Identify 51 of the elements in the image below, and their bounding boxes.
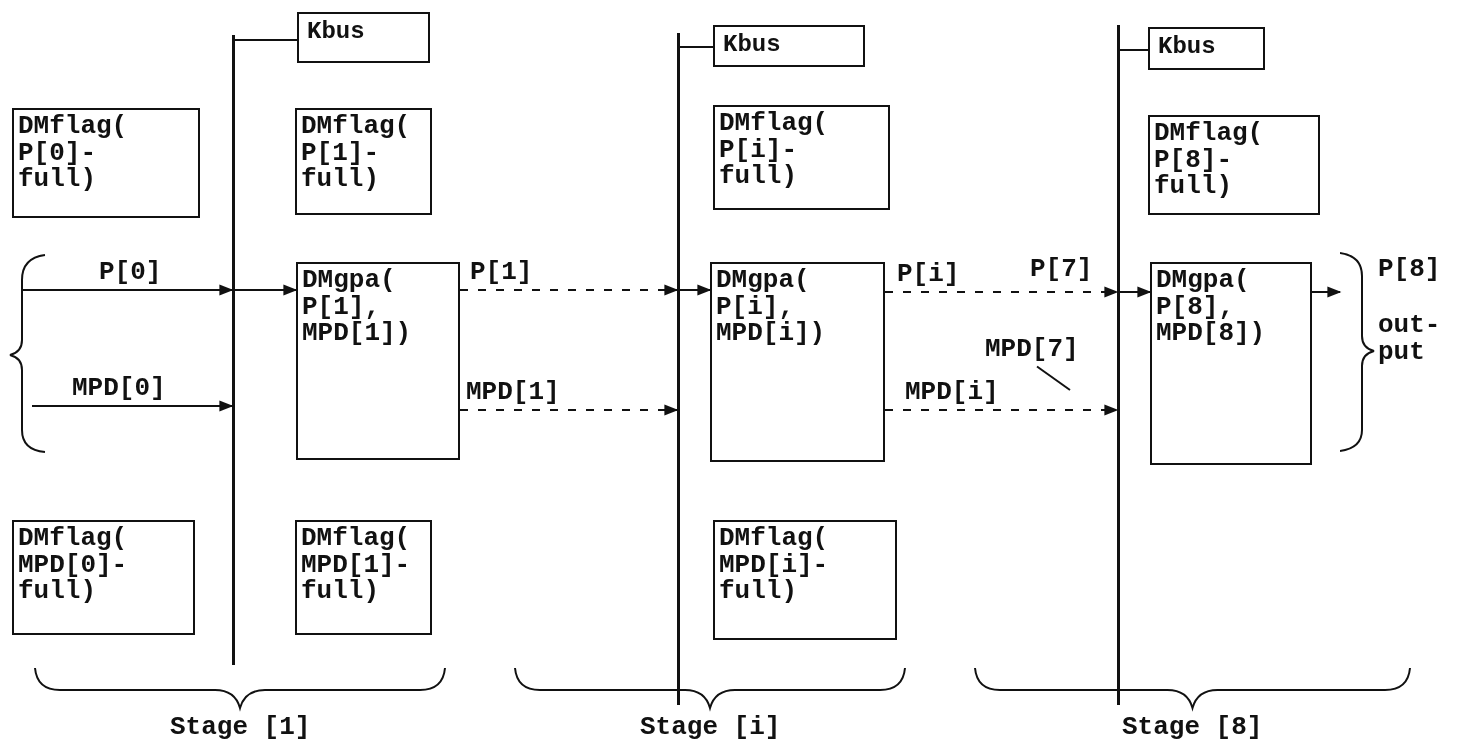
arrow <box>1119 286 1152 298</box>
signal-label: P[8] <box>1378 256 1441 284</box>
function-call-text: DMflag( P[i]- full) <box>718 107 830 193</box>
function-box <box>710 262 885 462</box>
signal-label: MPD[7] <box>985 336 1079 363</box>
function-call-text: DMgpa( P[i], MPD[i]) <box>715 264 827 350</box>
arrow <box>31 400 234 412</box>
connector-line <box>679 46 714 48</box>
bus-box <box>297 12 430 63</box>
function-box <box>1148 115 1320 215</box>
function-box <box>713 105 890 210</box>
function-call-text: DMflag( P[8]- full) <box>1153 117 1265 203</box>
function-box <box>12 520 195 635</box>
function-call-text: DMgpa( P[1], MPD[1]) <box>301 264 413 350</box>
function-call-text: DMflag( P[1]- full) <box>300 110 412 196</box>
annotation-text: out- put <box>1378 312 1442 367</box>
signal-label: P[7] <box>1030 256 1093 284</box>
function-box <box>12 108 200 218</box>
arrow <box>459 404 679 416</box>
function-call-text: DMgpa( P[8], MPD[8]) <box>1155 264 1267 350</box>
stage-label: Stage [i] <box>640 714 781 742</box>
function-call-text: DMflag( P[0]- full) <box>17 110 129 196</box>
arrow <box>234 284 298 296</box>
bus-line <box>232 35 235 665</box>
bus-line <box>1117 25 1120 705</box>
arrow <box>884 286 1119 298</box>
arrow <box>21 284 234 296</box>
bus-box <box>713 25 865 67</box>
function-box <box>296 262 460 460</box>
arrow <box>679 284 712 296</box>
function-box <box>295 108 432 215</box>
brace <box>1340 252 1376 452</box>
stage-label: Stage [1] <box>170 714 311 742</box>
bus-label: Kbus <box>722 30 782 60</box>
connector-line <box>234 39 298 41</box>
function-call-text: DMflag( MPD[1]- full) <box>300 522 412 608</box>
function-box <box>713 520 897 640</box>
arrow <box>459 284 679 296</box>
function-box <box>1150 262 1312 465</box>
bus-line <box>677 33 680 705</box>
bus-label: Kbus <box>1157 32 1217 62</box>
connector-line <box>1119 49 1149 51</box>
bus-box <box>1148 27 1265 70</box>
bus-label: Kbus <box>306 17 366 47</box>
arrow <box>884 404 1119 416</box>
function-box <box>295 520 432 635</box>
stage-label: Stage [8] <box>1122 714 1263 742</box>
function-call-text: DMflag( MPD[0]- full) <box>17 522 129 608</box>
function-call-text: DMflag( MPD[i]- full) <box>718 522 830 608</box>
arrow <box>1311 286 1342 298</box>
leader-line <box>1036 365 1071 391</box>
